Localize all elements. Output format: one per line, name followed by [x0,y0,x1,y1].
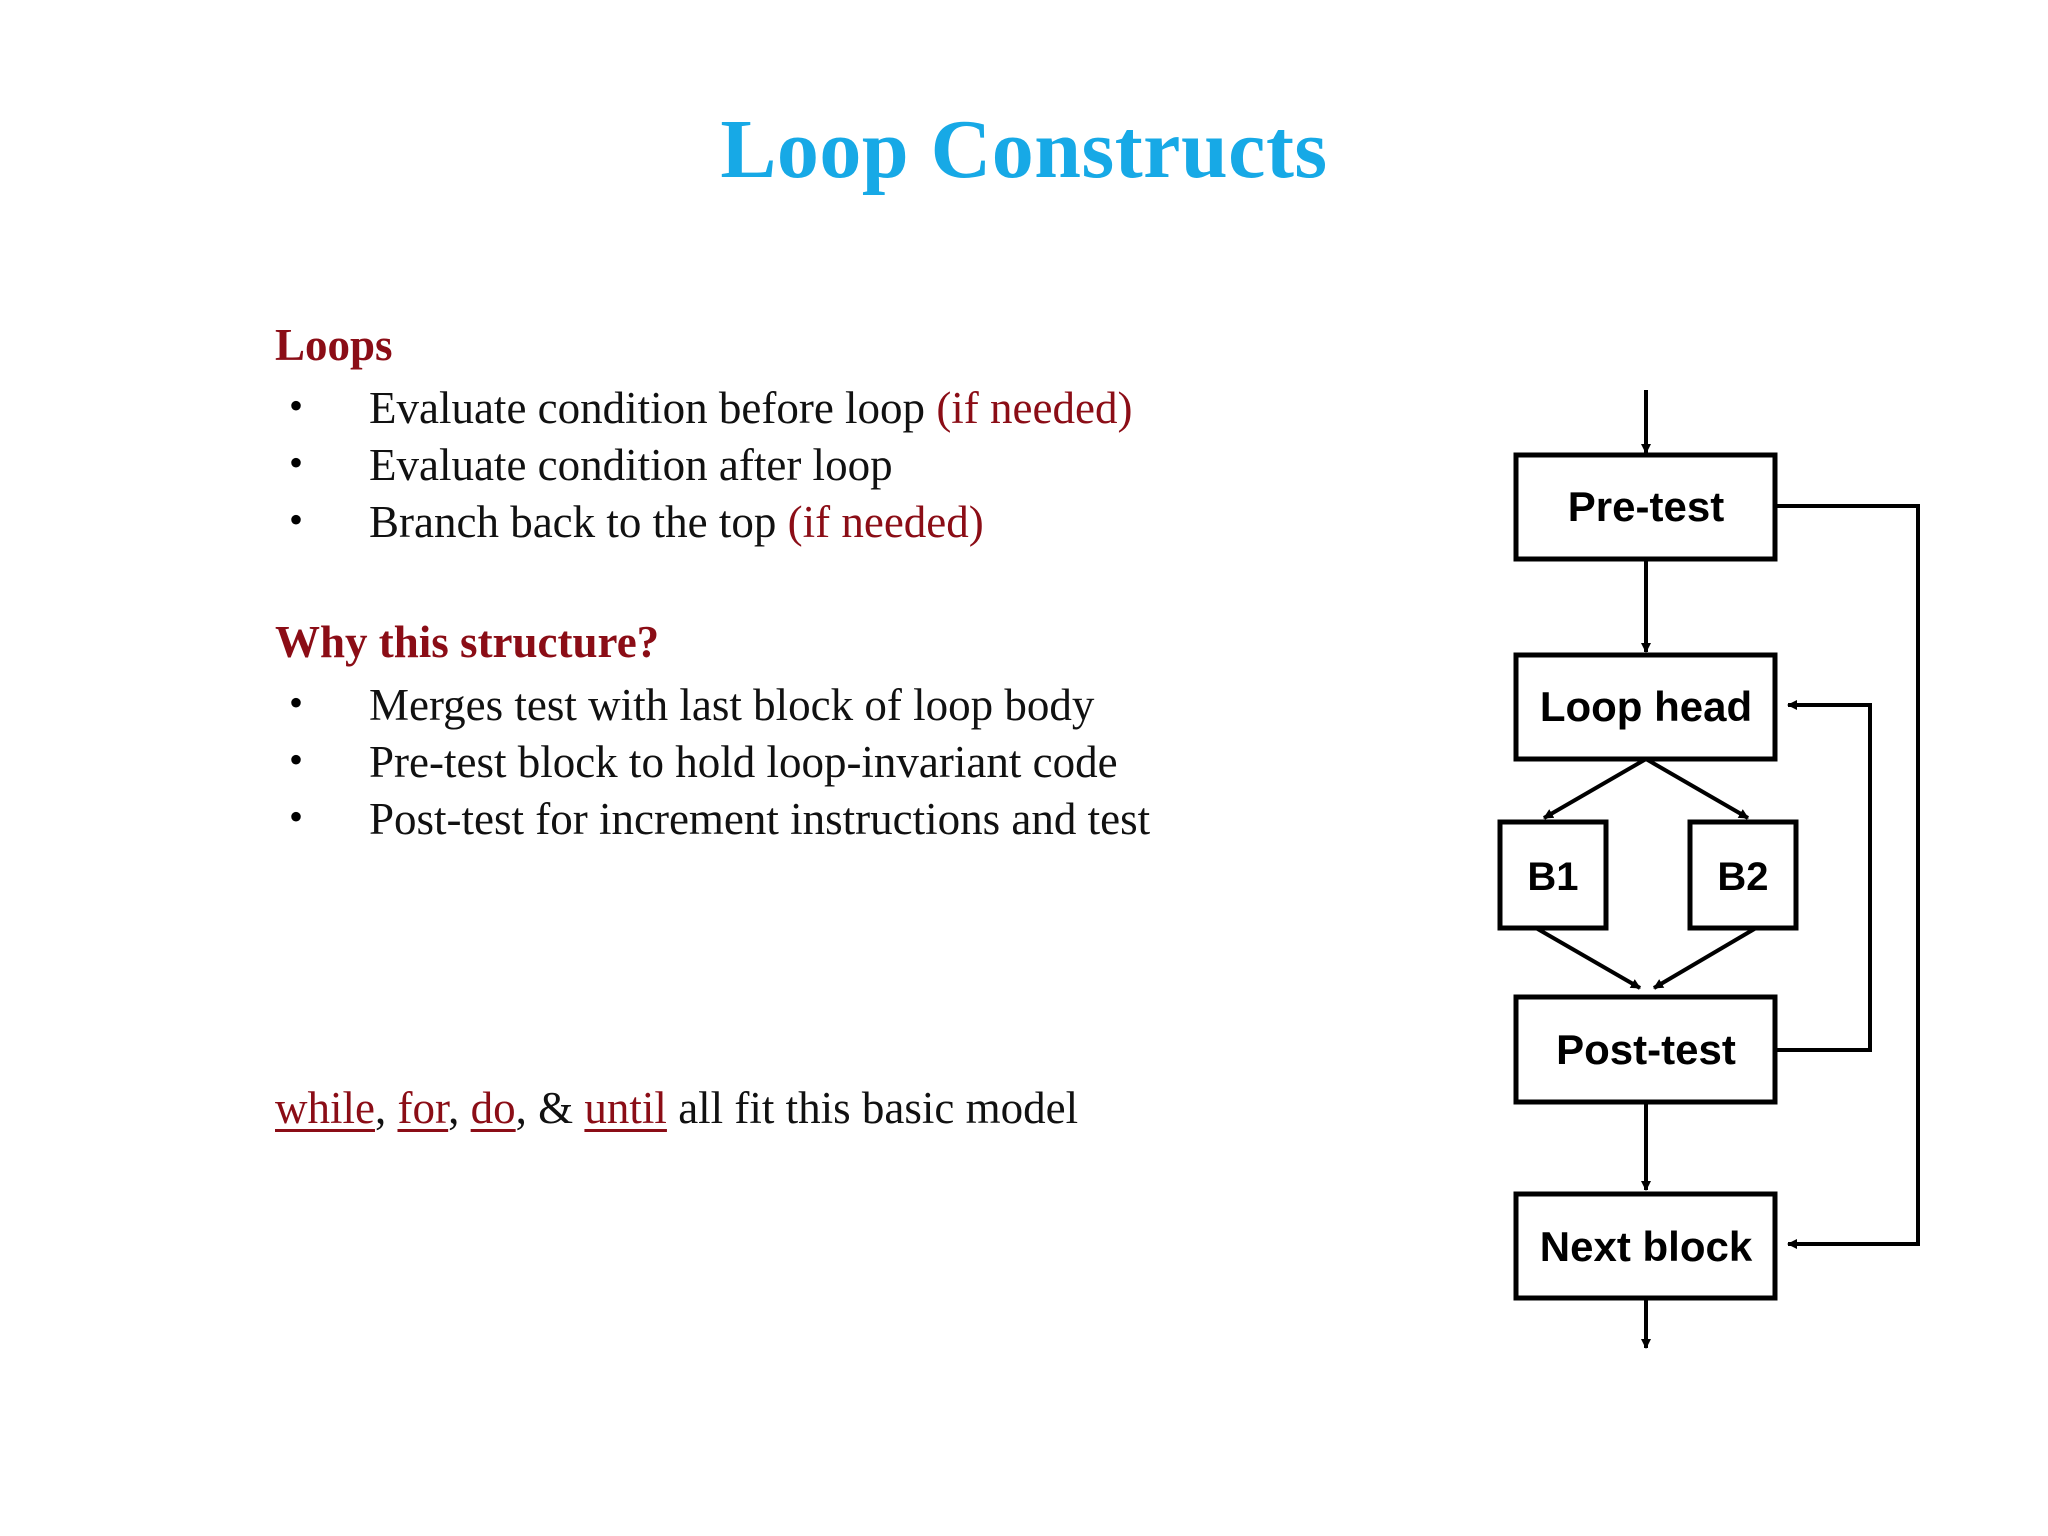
node-next-block[interactable] [1513,1191,1778,1301]
page-title: Loop Constructs [720,103,1328,196]
slide-body: Loops • Evaluate condition before loop (… [275,320,1385,1137]
footer-separator: , & [515,1083,585,1134]
bullet-list-loops: • Evaluate condition before loop (if nee… [275,380,1385,551]
node-b1[interactable] [1497,819,1609,931]
bullet-dot-icon: • [289,679,304,725]
list-item: • Post-test for increment instructions a… [275,791,1385,848]
list-item: • Pre-test block to hold loop-invariant … [275,734,1385,791]
list-item-text: Evaluate condition before loop [369,382,937,433]
list-item-text: Post-test for increment instructions and… [369,794,1151,845]
section-spacer [275,551,1385,617]
footer-separator: , [448,1083,471,1134]
node-post-test[interactable] [1513,994,1778,1105]
list-item-text: Pre-test block to hold loop-invariant co… [369,737,1118,788]
node-b2[interactable] [1687,819,1799,931]
edge-pre-test-to-next-block [1775,504,1920,1249]
footer-separator: , [374,1083,398,1134]
edge-b1-to-post-test [1535,926,1641,990]
bullet-dot-icon: • [289,737,304,783]
list-item-note: (if needed) [936,382,1133,433]
list-item-text: Evaluate condition after loop [369,439,893,490]
loop-flowchart: Pre-test Loop head B1 B2 Post-test Next … [1470,360,1970,1370]
edge-b2-to-post-test [1652,926,1758,990]
footer-spacer [275,848,1385,1080]
section-heading-loops: Loops [275,320,393,370]
footer-summary-line: while, for, do, & until all fit this bas… [275,1080,1385,1136]
node-pre-test[interactable] [1513,452,1778,562]
keyword-until: until [584,1083,667,1134]
list-item: • Evaluate condition before loop (if nee… [275,380,1385,437]
list-item: • Branch back to the top (if needed) [275,494,1385,551]
footer-tail-text: all fit this basic model [666,1083,1079,1134]
section-heading-why-this-structure: Why this structure? [275,617,660,668]
list-item: • Merges test with last block of loop bo… [275,677,1385,734]
node-label-b2: B2 [1717,855,1768,899]
list-item-text: Merges test with last block of loop body [369,679,1095,730]
bullet-dot-icon: • [289,794,304,840]
node-label-next-block: Next block [1540,1223,1753,1270]
node-label-loop-head: Loop head [1540,683,1752,730]
keyword-for: for [397,1083,449,1134]
bullet-dot-icon: • [289,439,304,485]
keyword-do: do [470,1083,516,1134]
node-loop-head[interactable] [1513,652,1778,762]
bullet-list-rationale: • Merges test with last block of loop bo… [275,677,1385,848]
node-label-pre-test: Pre-test [1568,483,1724,530]
bullet-dot-icon: • [289,497,304,543]
bullet-dot-icon: • [289,382,304,428]
node-label-b1: B1 [1527,855,1578,899]
keyword-while: while [275,1083,375,1134]
list-item-text: Branch back to the top [369,497,788,548]
node-label-post-test: Post-test [1556,1026,1736,1073]
list-item-note: (if needed) [787,497,984,548]
edge-post-test-to-loop-head [1775,700,1872,1052]
list-item: • Evaluate condition after loop [275,437,1385,494]
edge-loop-head-to-b1 [1542,757,1648,820]
edge-loop-head-to-b2 [1644,757,1750,820]
